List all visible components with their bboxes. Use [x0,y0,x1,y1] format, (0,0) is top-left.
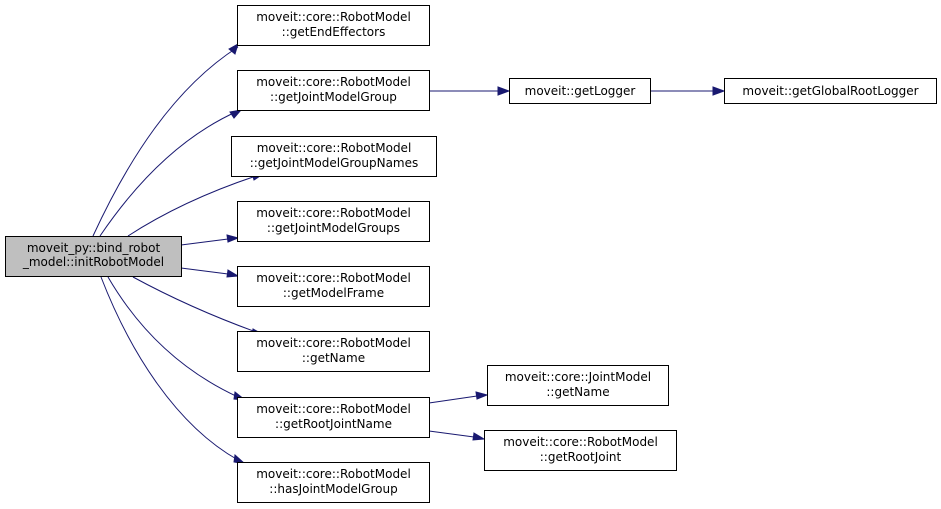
node-getLogger-label: moveit::getLogger [525,84,636,98]
node-getModelFrame[interactable]: moveit::core::RobotModel ::getModelFrame [237,266,430,307]
node-root-line1: moveit_py::bind_robot [27,241,161,255]
edge-arrowhead [475,391,489,400]
edge-root-to-getName [132,276,257,333]
edge-root-to-getJointModelGroupNames [127,175,257,237]
node-getName-line1: moveit::core::RobotModel [256,336,411,350]
node-getGlobalRootLogger[interactable]: moveit::getGlobalRootLogger [724,78,937,104]
node-getJointModelGroup[interactable]: moveit::core::RobotModel ::getJointModel… [237,70,430,111]
node-getJointModelGroups[interactable]: moveit::core::RobotModel ::getJointModel… [237,201,430,242]
node-hasJointModelGroup[interactable]: moveit::core::RobotModel ::hasJointModel… [237,462,430,503]
node-getJointModelGroupNames-line1: moveit::core::RobotModel [257,141,412,155]
node-jointModelGetName-line1: moveit::core::JointModel [505,370,651,384]
node-getJointModelGroup-line1: moveit::core::RobotModel [256,75,411,89]
node-getJointModelGroupNames-line2: ::getJointModelGroupNames [250,156,419,170]
edge-arrowhead [712,86,726,96]
node-getModelFrame-line1: moveit::core::RobotModel [256,271,411,285]
node-getRootJoint-line2: ::getRootJoint [540,450,622,464]
edge-arrowhead [497,86,511,96]
node-getJointModelGroup-line2: ::getJointModelGroup [270,90,397,104]
edge-root-to-getEndEffectors [92,46,239,237]
node-root[interactable]: moveit_py::bind_robot _model::initRobotM… [5,236,182,277]
node-getEndEffectors-line2: ::getEndEffectors [282,25,386,39]
node-getLogger[interactable]: moveit::getLogger [509,78,651,104]
node-root-line2: _model::initRobotModel [22,255,164,269]
edge-arrowhead [226,269,240,278]
edge-arrowhead [229,109,243,119]
edge-getRootJointName-to-jointModelGetName [428,395,478,404]
edge-arrowhead [226,234,240,243]
edge-root-to-getRootJointName [107,276,239,398]
node-getModelFrame-line2: ::getModelFrame [283,286,384,300]
node-getEndEffectors[interactable]: moveit::core::RobotModel ::getEndEffecto… [237,5,430,46]
node-getGlobalRootLogger-label: moveit::getGlobalRootLogger [742,84,918,98]
node-getJointModelGroupNames[interactable]: moveit::core::RobotModel ::getJointModel… [231,136,437,177]
edge-root-to-getJointModelGroup [99,110,239,237]
node-getJointModelGroups-line1: moveit::core::RobotModel [256,206,411,220]
node-getRootJointName-line1: moveit::core::RobotModel [256,402,411,416]
node-getRootJoint-line1: moveit::core::RobotModel [503,435,658,449]
node-getRootJoint[interactable]: moveit::core::RobotModel ::getRootJoint [484,430,677,471]
node-getEndEffectors-line1: moveit::core::RobotModel [256,10,411,24]
edge-root-to-getModelFrame [180,267,229,275]
edge-arrowhead [472,432,486,441]
edge-root-to-hasJointModelGroup [100,276,239,461]
node-getName[interactable]: moveit::core::RobotModel ::getName [237,331,430,372]
edge-getRootJointName-to-getRootJoint [428,430,475,438]
node-getJointModelGroups-line2: ::getJointModelGroups [267,221,400,235]
node-getRootJointName[interactable]: moveit::core::RobotModel ::getRootJointN… [237,397,430,438]
node-jointModelGetName-line2: ::getName [546,385,609,399]
node-hasJointModelGroup-line1: moveit::core::RobotModel [256,467,411,481]
node-getName-line2: ::getName [302,351,365,365]
edge-arrowhead [228,42,239,55]
edge-root-to-getJointModelGroups [180,238,229,246]
node-getRootJointName-line2: ::getRootJointName [275,417,392,431]
node-jointModelGetName[interactable]: moveit::core::JointModel ::getName [487,365,669,406]
edges [92,42,726,465]
node-hasJointModelGroup-line2: ::hasJointModelGroup [269,482,397,496]
